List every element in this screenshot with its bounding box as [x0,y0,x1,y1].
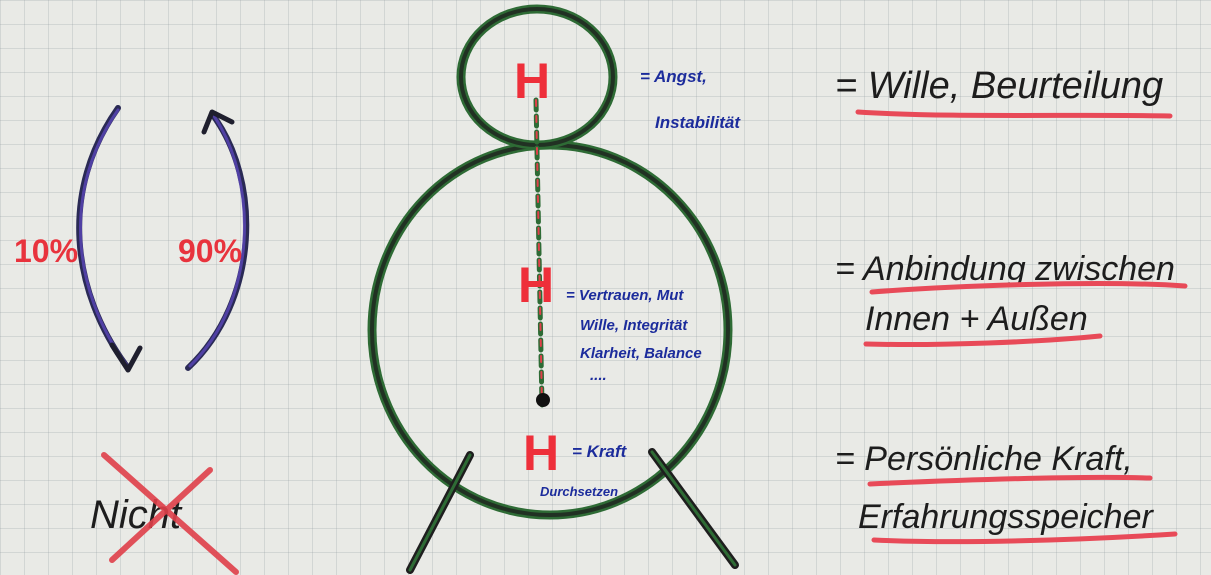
middle-note-line2: Wille, Integrität [580,317,688,334]
axis-dot [536,393,550,407]
left-arc-group: 10% 90% Nicht [14,108,246,572]
right-line-3b: Erfahrungsspeicher [858,498,1155,536]
left-arrowhead-icon [112,345,140,370]
h-letter-middle: H [518,257,554,313]
h-letter-head: H [514,53,550,109]
percent-left-label: 10% [14,233,78,269]
h-letter-bottom: H [523,425,559,481]
underline-3a [870,477,1150,484]
middle-note-line1: = Vertrauen, Mut [566,287,684,304]
percent-right-label: 90% [178,233,242,269]
middle-note-line3: Klarheit, Balance [580,345,702,362]
figure-group: H H H = Angst, Instabilität = Vertrauen,… [372,9,741,570]
bottom-note-line1: = Kraft [572,442,628,461]
middle-note-line4: .... [590,367,607,384]
right-notes-group: = Wille, Beurteilung = Anbindung zwische… [835,65,1185,542]
right-line-1: = Wille, Beurteilung [835,65,1163,107]
right-line-3a: = Persönliche Kraft, [835,440,1133,478]
head-note-line2: Instabilität [655,113,741,132]
underline-1 [858,112,1170,116]
head-note-line1: = Angst, [640,67,707,86]
right-line-2b: Innen + Außen [865,300,1088,338]
bottom-note-line2: Durchsetzen [540,484,618,499]
